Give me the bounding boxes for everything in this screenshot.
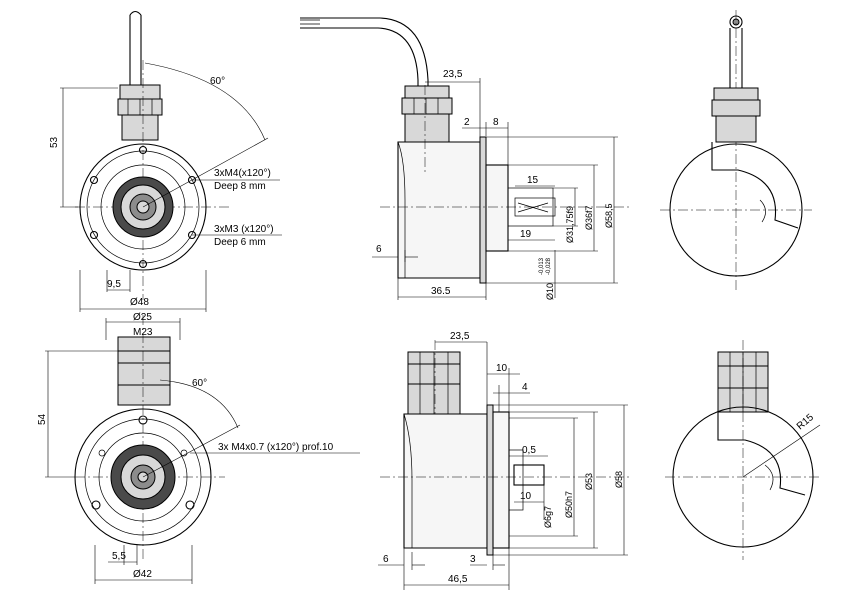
diameter-dim: Ø48	[130, 297, 149, 308]
dia-shaft: Ø31,75f9	[565, 206, 575, 243]
thread-label: M23	[133, 327, 153, 338]
view-top-back	[660, 10, 812, 290]
encoder-housing-2	[403, 413, 488, 549]
dia-flange: Ø53	[584, 473, 594, 490]
encoder-body-circle	[79, 143, 207, 271]
tol-lower: -0,028	[546, 257, 552, 275]
thread2-label: 3xM3 (x120°)	[214, 224, 274, 235]
thread1-depth: Deep 8 mm	[214, 181, 266, 192]
length-dim: 36.5	[431, 286, 451, 297]
back-circle-2	[672, 406, 814, 548]
dia-shaft-2: Ø6g7	[543, 506, 553, 528]
thread2-depth: Deep 6 mm	[214, 237, 266, 248]
dim-3: 3	[470, 554, 476, 565]
dim-10b: 10	[520, 491, 532, 502]
dim-05: 0,5	[522, 445, 536, 456]
dia-hole: Ø10	[545, 283, 555, 300]
dim-6: 6	[376, 244, 382, 255]
mounting-holes-2	[91, 415, 195, 510]
dim-19: 19	[520, 229, 532, 240]
angle-label-2: 60°	[192, 378, 207, 389]
view-bottom-back: R15	[665, 340, 821, 560]
view-top-front: 60° 53 3xM4(x120°) Deep 8 mm 3xM3 (x120°…	[49, 10, 282, 312]
tol-upper: -0,013	[539, 257, 545, 275]
length-dim-2: 46,5	[448, 574, 468, 585]
dia-spigot-2: Ø50h7	[564, 491, 574, 518]
view-top-side: 23,5 2 8 15 19 Ø31,75f9 Ø36f7 Ø58,5 Ø10 …	[300, 17, 630, 300]
dim-2: 2	[464, 117, 470, 128]
cable-gland-nut	[119, 84, 161, 100]
connector	[117, 336, 171, 352]
gland-dim: 23,5	[443, 69, 463, 80]
height-dim: 53	[49, 136, 60, 148]
cable	[129, 15, 142, 85]
view-bottom-front: Ø25 M23 60° 54 3x M4x0.7 (x120°) prof.10…	[37, 312, 360, 584]
view-bottom-side: 23,5 10 4 0,5 10 Ø6g7 Ø50h7 Ø53 Ø58	[378, 331, 630, 590]
dia-spigot: Ø36f7	[584, 205, 594, 230]
angle-label: 60°	[210, 76, 225, 87]
dim-15: 15	[527, 175, 539, 186]
dia-body-2: Ø58	[614, 471, 624, 488]
cable-side	[300, 17, 429, 88]
radius-label: R15	[795, 412, 816, 433]
diameter-dim-2: Ø42	[133, 569, 152, 580]
offset-dim: 9,5	[107, 279, 121, 290]
dim-10: 10	[496, 363, 508, 374]
dia-body: Ø58,5	[604, 203, 614, 228]
dia-gland: Ø25	[133, 312, 152, 323]
height-dim-2: 54	[37, 413, 48, 425]
dim-6b: 6	[383, 554, 389, 565]
encoder-housing	[397, 141, 481, 279]
gland-dim-2: 23,5	[450, 331, 470, 342]
thread1-label: 3xM4(x120°)	[214, 168, 271, 179]
dim-8: 8	[493, 117, 499, 128]
offset-dim-2: 5,5	[112, 551, 126, 562]
dim-4: 4	[522, 382, 528, 393]
holes-label: 3x M4x0.7 (x120°) prof.10	[218, 442, 334, 453]
